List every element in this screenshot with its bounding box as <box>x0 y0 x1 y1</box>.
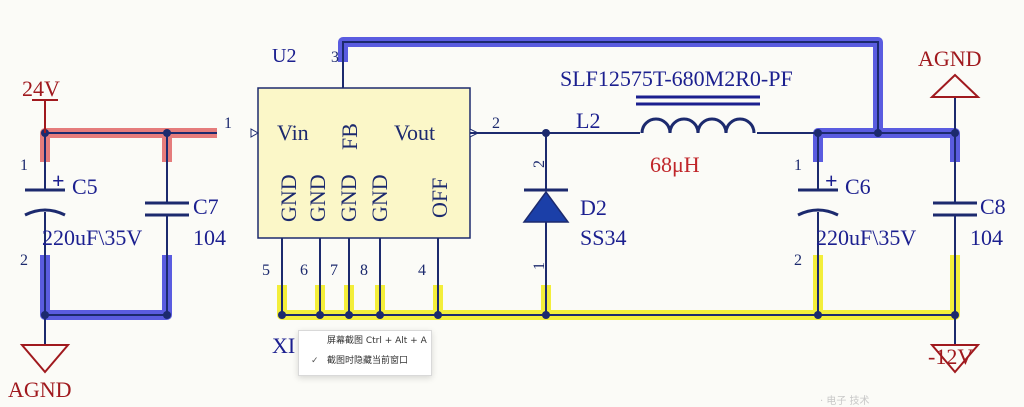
gnd-label-7: GND <box>336 174 361 222</box>
c8-ref-label: C8 <box>980 194 1006 219</box>
diode-d2-symbol[interactable] <box>522 188 570 223</box>
c5-plus: + <box>52 168 65 193</box>
agnd-right-symbol <box>929 73 981 98</box>
agnd-left-symbol <box>19 344 71 374</box>
blue-highlight-output-net <box>813 128 960 162</box>
pin8-label: 8 <box>360 262 368 279</box>
checkmark-icon: ✓ <box>311 356 319 366</box>
d2-pin1: 1 <box>531 262 548 270</box>
agnd-right-label: AGND <box>918 46 982 71</box>
gnd-label-5: GND <box>276 174 301 222</box>
inductor-l2-symbol[interactable] <box>636 95 760 134</box>
wires <box>44 41 956 345</box>
yellow-highlight-neg12 <box>277 255 960 320</box>
c6-pin1: 1 <box>794 157 802 174</box>
d2-ref-label: D2 <box>580 195 607 220</box>
vin-label: Vin <box>277 120 309 145</box>
c5-pin2: 2 <box>20 252 28 269</box>
gnd-label-6: GND <box>305 174 330 222</box>
menu-item-screenshot-label: 屏幕截图 Ctrl + Alt + A <box>327 336 427 346</box>
l2-ref-label: L2 <box>576 108 600 133</box>
net-xi-label: XI <box>272 333 295 358</box>
power-24v-label: 24V <box>22 76 60 101</box>
context-menu: 屏幕截图 Ctrl + Alt + A ✓ 截图时隐藏当前窗口 <box>298 330 432 376</box>
pin5-label: 5 <box>262 262 270 279</box>
neg12-symbol <box>929 344 981 374</box>
capacitor-c8-symbol[interactable] <box>933 201 977 217</box>
u2-ref-label: U2 <box>272 45 296 67</box>
c5-value-label: 220uF\35V <box>42 225 142 250</box>
red-highlight-24v <box>40 128 217 162</box>
junctions <box>41 129 959 319</box>
neg12-label: -12V <box>928 344 973 369</box>
off-label: OFF <box>427 178 452 218</box>
vout-label: Vout <box>394 120 435 145</box>
gnd-label-8: GND <box>367 174 392 222</box>
capacitor-c5-symbol[interactable] <box>24 188 66 217</box>
c6-pin2: 2 <box>794 252 802 269</box>
pin4-label: 4 <box>418 262 426 279</box>
fb-label: FB <box>337 123 362 150</box>
capacitor-c6-symbol[interactable] <box>797 188 839 217</box>
d2-pin2: 2 <box>531 160 548 168</box>
pin1-arrow-icon <box>250 128 260 138</box>
l2-part-label: SLF12575T-680M2R0-PF <box>560 66 793 91</box>
capacitor-c7-symbol[interactable] <box>145 201 189 217</box>
menu-item-hide-window-label: 截图时隐藏当前窗口 <box>327 356 409 366</box>
c6-ref-label: C6 <box>845 174 871 199</box>
menu-item-screenshot[interactable]: 屏幕截图 Ctrl + Alt + A <box>299 331 431 351</box>
watermark: · 电子 技术 <box>820 396 870 407</box>
pin2-label: 2 <box>492 115 500 132</box>
c6-plus: + <box>825 168 838 193</box>
pin6-label: 6 <box>300 262 308 279</box>
menu-item-hide-window[interactable]: ✓ 截图时隐藏当前窗口 <box>299 351 431 371</box>
blue-highlight-left-agnd <box>40 255 172 320</box>
pin7-label: 7 <box>330 262 338 279</box>
c8-value-label: 104 <box>970 225 1003 250</box>
c5-ref-label: C5 <box>72 174 98 199</box>
pin3-label: 3 <box>331 49 339 66</box>
c7-value-label: 104 <box>193 225 226 250</box>
c7-ref-label: C7 <box>193 194 219 219</box>
c5-pin1: 1 <box>20 157 28 174</box>
ic-u2-body[interactable] <box>257 87 471 239</box>
l2-value-label: 68μH <box>650 152 700 177</box>
c6-value-label: 220uF\35V <box>816 225 916 250</box>
d2-part-label: SS34 <box>580 225 626 250</box>
agnd-left-label: AGND <box>8 377 72 402</box>
pin1-label: 1 <box>224 115 232 132</box>
